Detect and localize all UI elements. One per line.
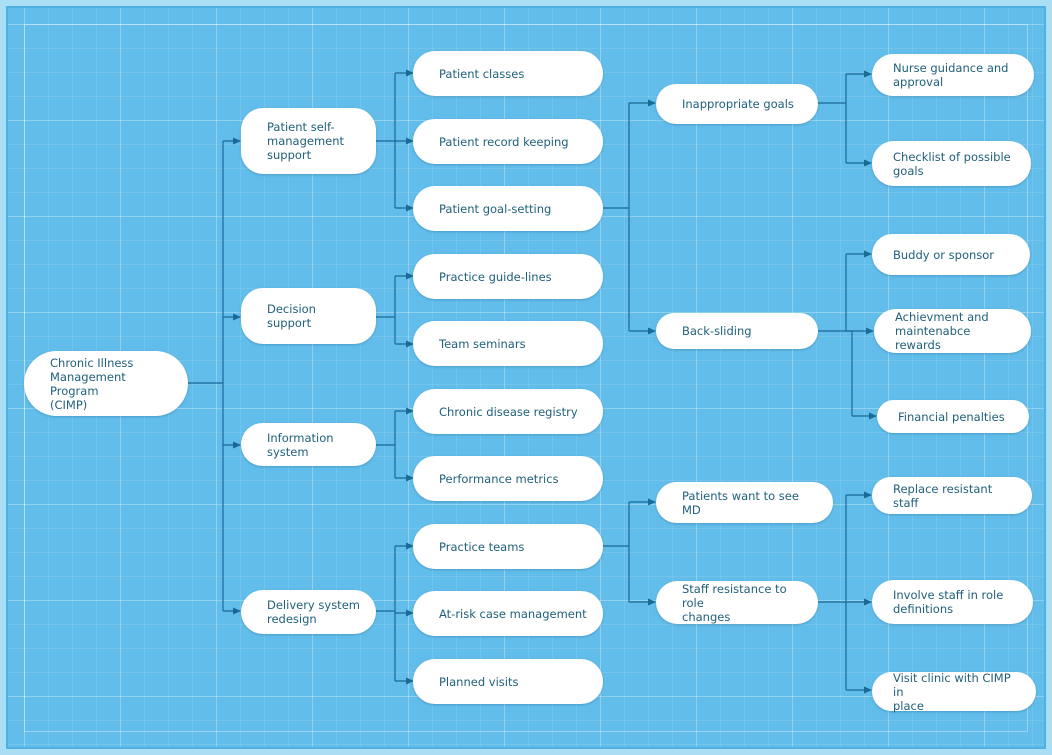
action-patient-record-keeping[interactable]: Patient record keeping — [413, 119, 603, 164]
solution-financial-penalties[interactable]: Financial penalties — [877, 400, 1029, 433]
action-performance-metrics[interactable]: Performance metrics — [413, 456, 603, 501]
action-label: Patient classes — [439, 66, 525, 81]
connector-root-trunk — [188, 141, 224, 611]
action-label: Performance metrics — [439, 471, 559, 486]
solution-replace-staff[interactable]: Replace resistant staff — [872, 477, 1032, 514]
solution-label: Financial penalties — [898, 409, 1005, 424]
solution-label: Visit clinic with CIMP in place — [893, 670, 1011, 713]
connector-delivery-trunk — [376, 546, 396, 681]
connector-back-sliding-trunk — [818, 254, 853, 416]
action-patient-goal-setting[interactable]: Patient goal-setting — [413, 186, 603, 231]
action-practice-guidelines[interactable]: Practice guide-lines — [413, 254, 603, 299]
solution-label: Nurse guidance and approval — [893, 61, 1009, 89]
action-label: Chronic disease registry — [439, 404, 578, 419]
solution-label: Buddy or sponsor — [893, 247, 995, 262]
action-label: Patient goal-setting — [439, 201, 552, 216]
problem-back-sliding[interactable]: Back-sliding — [656, 313, 818, 349]
action-label: Planned visits — [439, 674, 519, 689]
action-at-risk-case-management[interactable]: At-risk case management — [413, 591, 603, 636]
solution-buddy-sponsor[interactable]: Buddy or sponsor — [872, 234, 1030, 275]
connector-inappropriate-trunk — [818, 74, 847, 163]
problem-staff-resistance[interactable]: Staff resistance to role changes — [656, 581, 818, 624]
connector-staff-trunk — [818, 495, 847, 690]
solution-label: Achievment and maintenabce rewards — [895, 310, 989, 352]
category-label: Information system — [267, 430, 334, 459]
category-delivery-redesign[interactable]: Delivery system redesign — [241, 590, 376, 634]
problem-label: Back-sliding — [682, 324, 752, 338]
category-decision-support[interactable]: Decision support — [241, 288, 376, 344]
action-chronic-disease-registry[interactable]: Chronic disease registry — [413, 389, 603, 434]
action-label: Patient record keeping — [439, 134, 569, 149]
solution-label: Checklist of possible goals — [893, 149, 1011, 178]
solution-achievement-rewards[interactable]: Achievment and maintenabce rewards — [874, 309, 1031, 353]
solution-involve-staff[interactable]: Involve staff in role definitions — [872, 580, 1033, 624]
connector-information-trunk — [376, 411, 396, 478]
connector-self-management-trunk — [376, 73, 396, 208]
category-self-management[interactable]: Patient self- management support — [241, 108, 376, 174]
solution-visit-clinic[interactable]: Visit clinic with CIMP in place — [872, 670, 1036, 713]
problem-label: Inappropriate goals — [682, 97, 794, 111]
category-label: Patient self- management support — [267, 120, 345, 162]
category-label: Delivery system redesign — [267, 598, 360, 626]
action-label: Practice guide-lines — [439, 269, 552, 284]
action-label: At-risk case management — [439, 606, 587, 621]
category-label: Decision support — [267, 302, 320, 330]
category-information-system[interactable]: Information system — [241, 423, 376, 466]
solution-nurse-guidance[interactable]: Nurse guidance and approval — [872, 54, 1034, 96]
problem-label: Patients want to see MD — [682, 488, 803, 517]
problem-label: Staff resistance to role changes — [682, 581, 787, 624]
connector-practice-teams-trunk — [603, 502, 630, 602]
action-team-seminars[interactable]: Team seminars — [413, 321, 603, 366]
action-label: Team seminars — [439, 336, 526, 351]
action-label: Practice teams — [439, 539, 525, 554]
action-practice-teams[interactable]: Practice teams — [413, 524, 603, 569]
action-patient-classes[interactable]: Patient classes — [413, 51, 603, 96]
action-planned-visits[interactable]: Planned visits — [413, 659, 603, 704]
problem-patients-want-md[interactable]: Patients want to see MD — [656, 482, 833, 523]
connector-decision-trunk — [376, 276, 396, 344]
root-label: Chronic Illness Management Program (CIMP… — [50, 355, 134, 412]
connector-goal-trunk — [603, 103, 630, 331]
solution-label: Involve staff in role definitions — [893, 588, 1004, 616]
solution-checklist-goals[interactable]: Checklist of possible goals — [872, 141, 1031, 186]
problem-inappropriate-goals[interactable]: Inappropriate goals — [656, 84, 818, 124]
root-node[interactable]: Chronic Illness Management Program (CIMP… — [24, 351, 188, 416]
solution-label: Replace resistant staff — [893, 481, 996, 510]
